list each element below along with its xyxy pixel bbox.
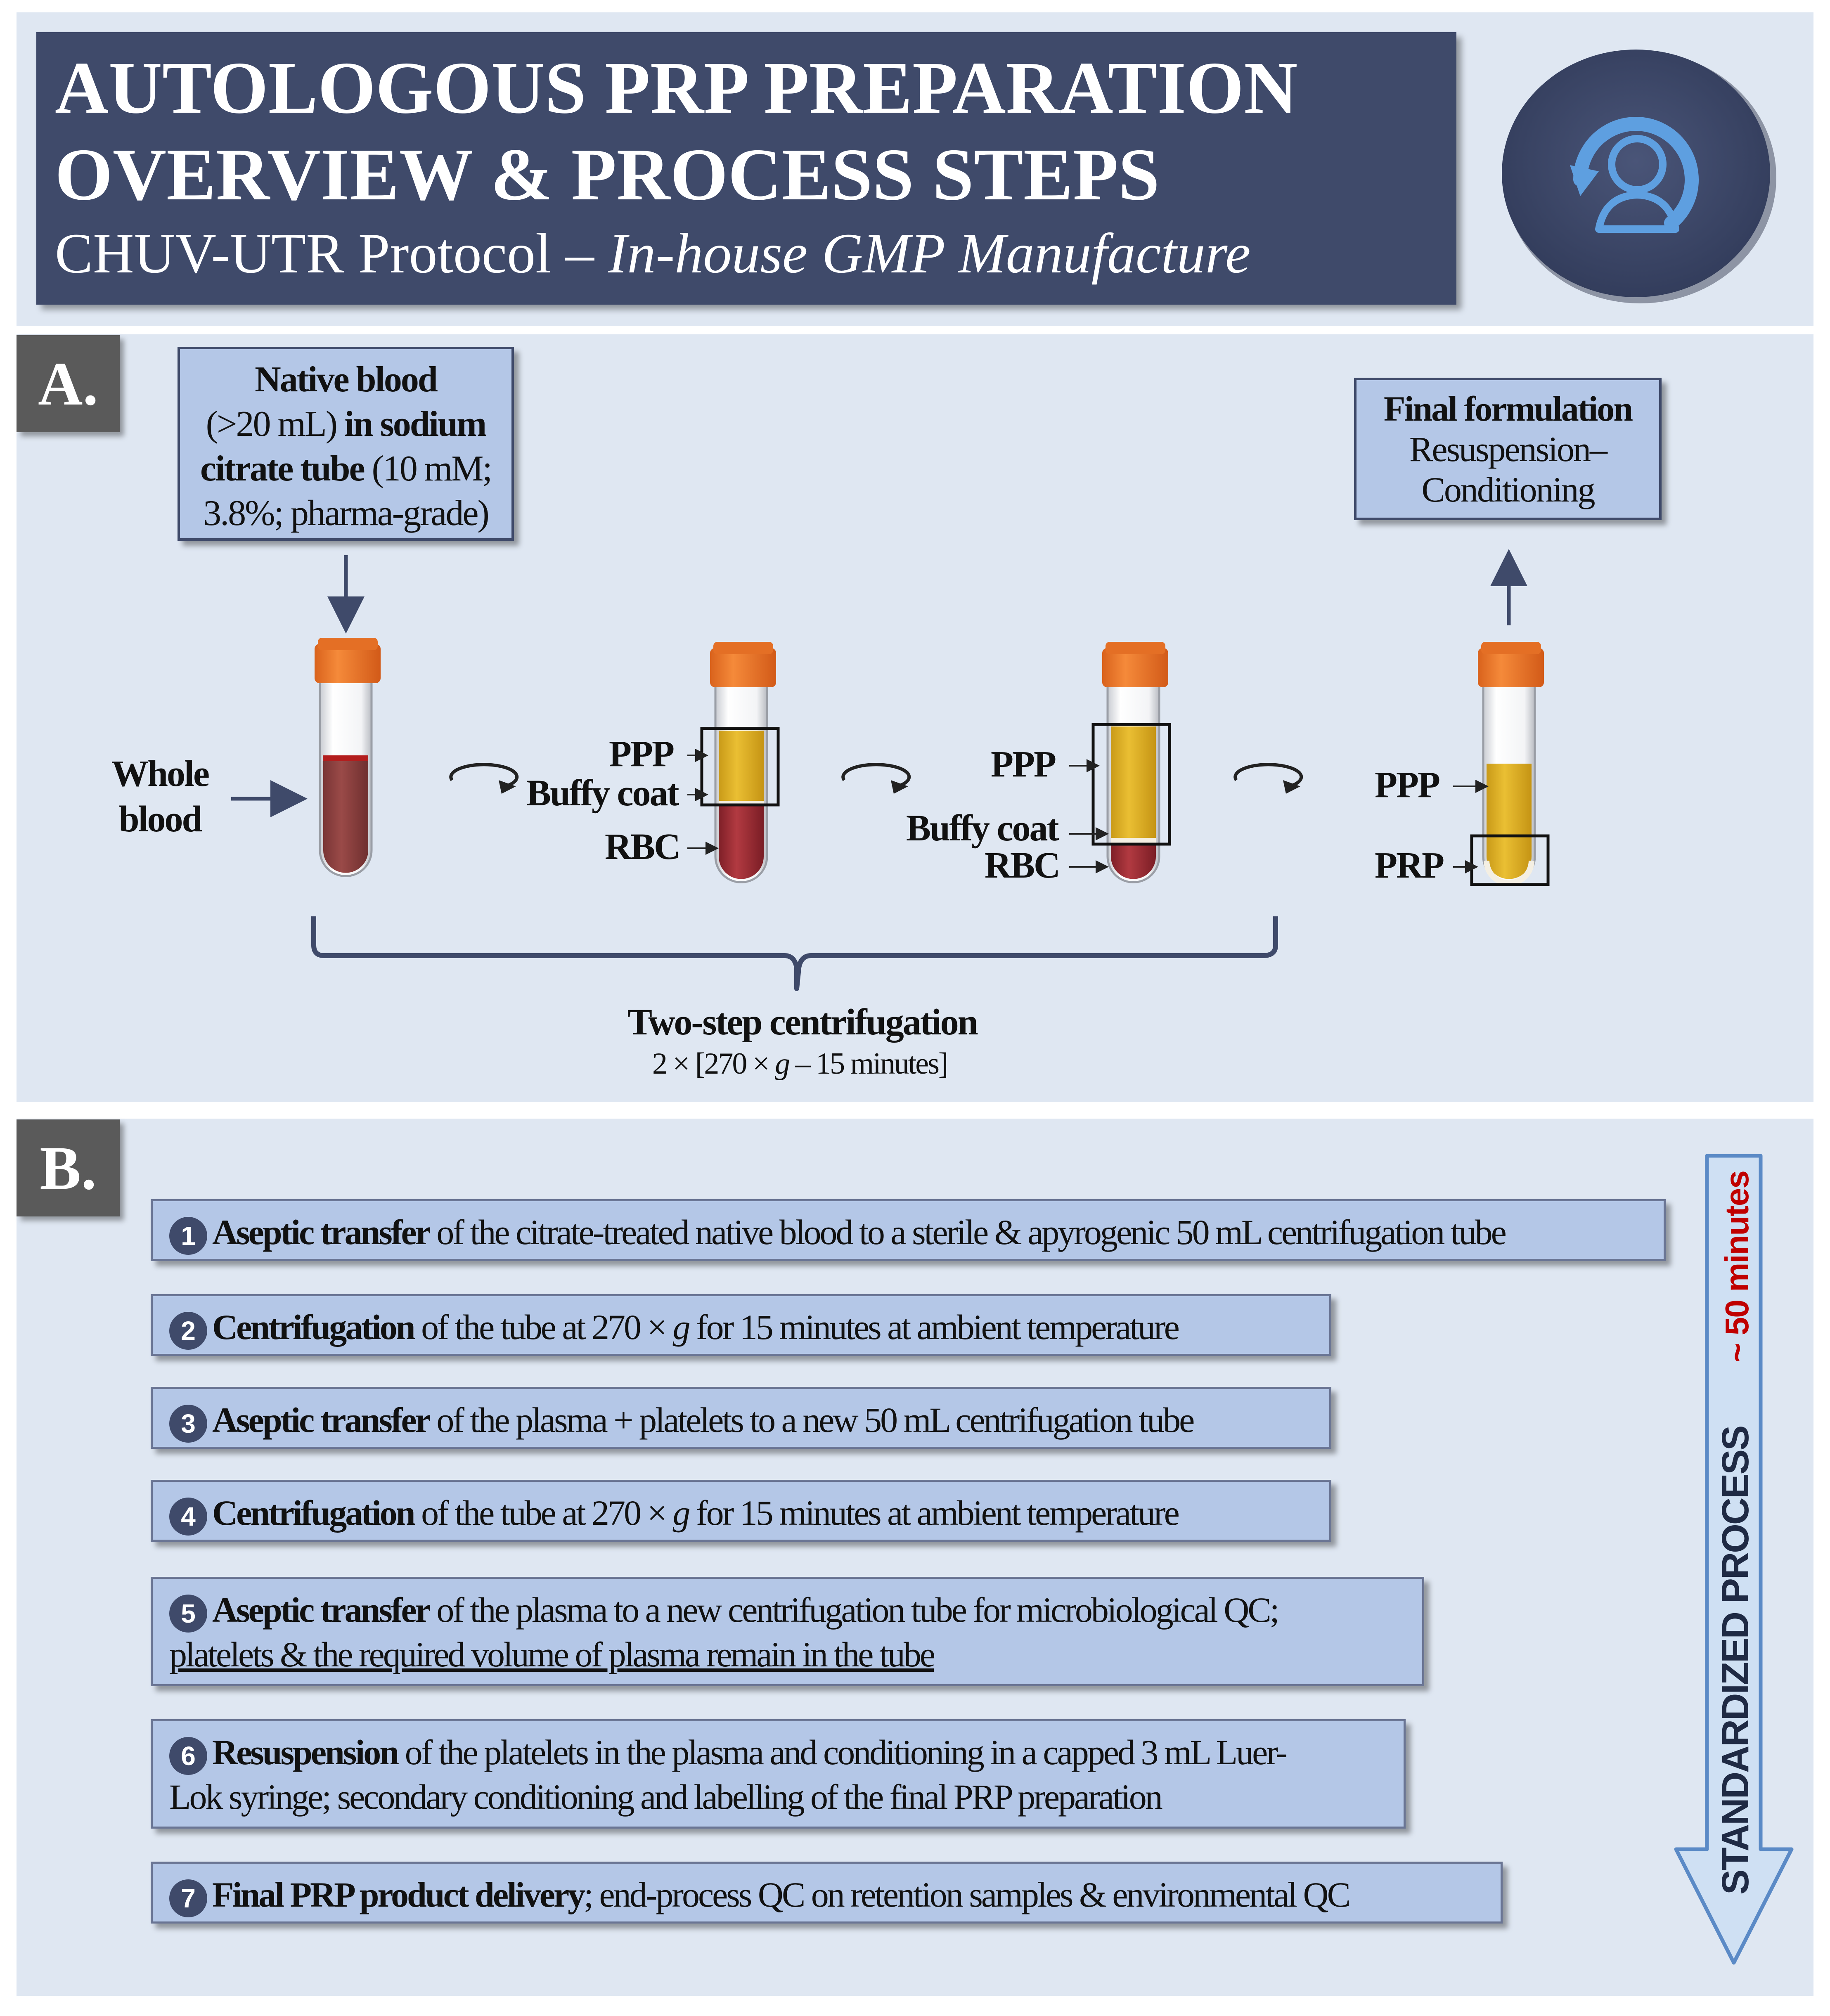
final-formulation-title-text: Final formulation bbox=[1383, 389, 1633, 428]
step-3-text: of the plasma + platelets to a new 50 mL… bbox=[429, 1400, 1195, 1440]
subtitle-plain: CHUV-UTR Protocol – bbox=[55, 222, 608, 285]
native-blood-line-1: Native blood bbox=[180, 357, 511, 402]
native-blood-citrate-tube: citrate tube bbox=[200, 449, 365, 489]
step-2-number: 2 bbox=[169, 1312, 207, 1350]
step-2-post: for 15 minutes at ambient temperature bbox=[689, 1307, 1180, 1347]
whole-blood-label: Whole blood bbox=[111, 751, 210, 842]
step-5-line-2: platelets & the required volume of plasm… bbox=[169, 1633, 1406, 1677]
std-time: ~ 50 minutes bbox=[1719, 1171, 1755, 1362]
tube4-prp-label: PRP bbox=[1375, 845, 1444, 886]
step-6-number: 6 bbox=[169, 1737, 207, 1775]
tube-prp bbox=[1453, 642, 1550, 886]
centrifugation-g: g bbox=[775, 1047, 790, 1081]
native-blood-grade: 3.8%; pharma-grade) bbox=[203, 493, 490, 533]
final-formulation-line-2: Resuspension– bbox=[1409, 429, 1607, 469]
centrifugation-detail: 2 × [270 × g – 15 minutes] bbox=[652, 1046, 949, 1081]
centrifugation-bracket bbox=[311, 916, 1278, 991]
rotation-icon-3 bbox=[1233, 763, 1303, 794]
native-blood-line-4: 3.8%; pharma-grade) bbox=[180, 491, 511, 536]
title-line-2: OVERVIEW & PROCESS STEPS bbox=[55, 133, 1160, 215]
tube3-rbc-label: RBC bbox=[985, 845, 1061, 886]
tube-first-spin bbox=[687, 642, 780, 883]
step-6-text: of the platelets in the plasma and condi… bbox=[398, 1732, 1288, 1772]
tube2-rbc-label: RBC bbox=[605, 826, 681, 867]
native-blood-title: Native blood bbox=[255, 360, 438, 400]
step-7-number: 7 bbox=[169, 1879, 207, 1918]
step-2-pre: of the tube at 270 × bbox=[414, 1307, 673, 1347]
process-diagram bbox=[231, 549, 1550, 991]
step-5-number: 5 bbox=[169, 1595, 207, 1633]
centrifugation-post: – 15 minutes] bbox=[789, 1047, 949, 1081]
recycle-person-logo-icon bbox=[1502, 50, 1776, 303]
step-1-number: 1 bbox=[169, 1217, 207, 1255]
centrifugation-title: Two-step centrifugation bbox=[627, 1002, 978, 1043]
native-blood-concentration: (10 mM; bbox=[364, 449, 492, 489]
std-label: STANDARDIZED PROCESS bbox=[1714, 1427, 1757, 1895]
step-7-action: Final PRP product delivery bbox=[212, 1875, 585, 1914]
native-blood-line-3: citrate tube (10 mM; bbox=[180, 447, 511, 491]
tube-second-spin bbox=[1069, 642, 1171, 883]
step-6-line-2: Lok syringe; secondary conditioning and … bbox=[169, 1777, 1163, 1817]
final-formulation-line-3: Conditioning bbox=[1421, 470, 1596, 509]
subtitle-italic: In-house GMP Manufacture bbox=[608, 222, 1251, 285]
step-3-action: Aseptic transfer bbox=[212, 1400, 431, 1440]
step-4-post: for 15 minutes at ambient temperature bbox=[689, 1493, 1180, 1533]
subtitle: CHUV-UTR Protocol – In-house GMP Manufac… bbox=[55, 222, 1250, 285]
native-blood-line-2: (>20 mL) in sodium bbox=[180, 402, 511, 447]
step-5-text: of the plasma to a new centrifugation tu… bbox=[429, 1590, 1279, 1630]
tube-whole-blood bbox=[315, 638, 381, 877]
step-3-number: 3 bbox=[169, 1405, 207, 1443]
tube2-ppp-label: PPP bbox=[609, 734, 675, 774]
step-4-g: g bbox=[672, 1493, 690, 1533]
whole-blood-line-1: Whole bbox=[111, 753, 210, 794]
step-5-action: Aseptic transfer bbox=[212, 1590, 431, 1630]
step-5-underlined: platelets & the required volume of plasm… bbox=[169, 1635, 935, 1675]
step-4-action: Centrifugation bbox=[212, 1493, 416, 1533]
final-formulation-title: Final formulation bbox=[1357, 388, 1659, 429]
panel-b-label: B. bbox=[17, 1119, 120, 1216]
step-1-action: Aseptic transfer bbox=[212, 1212, 431, 1252]
tube2-buffy-label: Buffy coat bbox=[526, 773, 679, 814]
step-1-text: of the citrate-treated native blood to a… bbox=[429, 1212, 1506, 1252]
step-4-pre: of the tube at 270 × bbox=[414, 1493, 673, 1533]
centrifugation-pre: 2 × [270 × bbox=[652, 1047, 775, 1081]
tube3-buffy-label: Buffy coat bbox=[906, 808, 1059, 849]
native-blood-in-sodium: in sodium bbox=[344, 404, 487, 444]
title-box: AUTOLOGOUS PRP PREPARATION OVERVIEW & PR… bbox=[36, 32, 1456, 305]
step-6-action: Resuspension bbox=[212, 1732, 399, 1772]
standardized-process-arrow: STANDARDIZED PROCESS ~ 50 minutes bbox=[1674, 1154, 1794, 1965]
step-2-action: Centrifugation bbox=[212, 1307, 416, 1347]
panel-a-label: A. bbox=[17, 335, 120, 432]
rotation-icon-1 bbox=[449, 763, 519, 794]
native-blood-volume: (>20 mL) bbox=[206, 404, 345, 444]
step-7-text: ; end-process QC on retention samples & … bbox=[584, 1875, 1351, 1914]
whole-blood-line-2: blood bbox=[118, 799, 202, 840]
title-line-1: AUTOLOGOUS PRP PREPARATION bbox=[55, 47, 1298, 129]
native-blood-box: Native blood (>20 mL) in sodium citrate … bbox=[178, 347, 514, 541]
tube4-ppp-label: PPP bbox=[1375, 764, 1440, 805]
final-formulation-box: Final formulation Resuspension– Conditio… bbox=[1354, 378, 1662, 520]
step-2-g: g bbox=[672, 1307, 690, 1347]
tube3-ppp-label: PPP bbox=[991, 744, 1056, 785]
step-4-number: 4 bbox=[169, 1498, 207, 1536]
rotation-icon-2 bbox=[841, 763, 911, 794]
panel-b bbox=[17, 1119, 1813, 1996]
